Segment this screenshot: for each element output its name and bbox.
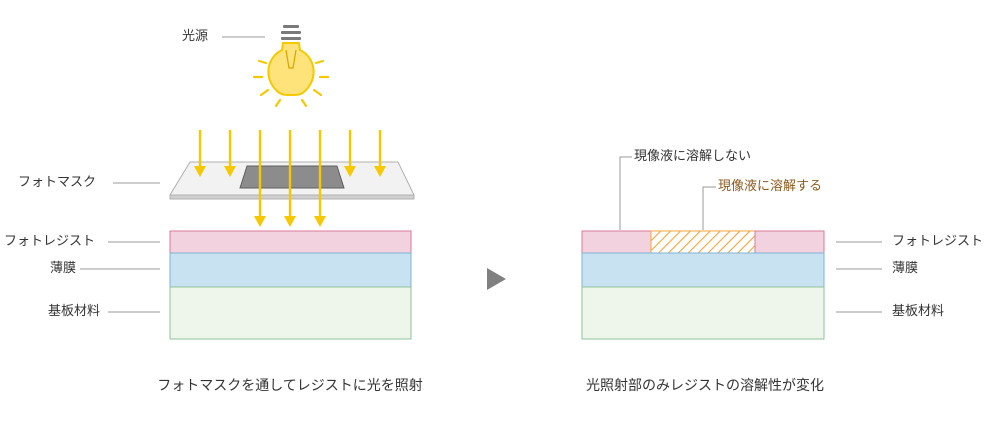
- light-rays: [252, 59, 330, 108]
- right-photoresist-left: [581, 230, 652, 254]
- right-photoresist-exposed: [650, 230, 756, 254]
- dissolve-label: 現像液に溶解する: [718, 179, 823, 194]
- right-thin-film-label: 薄膜: [892, 261, 919, 276]
- right-photoresist-right: [754, 230, 825, 254]
- right-substrate-layer: [581, 286, 825, 340]
- dissolve-leader: [702, 186, 716, 230]
- not-dissolve-label: 現像液に溶解しない: [634, 149, 752, 164]
- right-caption: 光照射部のみレジストの溶解性が変化: [586, 378, 824, 394]
- light-bulb-icon: [267, 25, 315, 97]
- left-photoresist-label: フォトレジスト: [4, 234, 96, 249]
- next-step-arrow-icon: [487, 268, 506, 290]
- left-substrate-label: 基板材料: [48, 304, 101, 319]
- left-caption: フォトマスクを通してレジストに光を照射: [157, 378, 423, 394]
- right-substrate-label: 基板材料: [892, 304, 945, 319]
- left-substrate-layer: [169, 286, 412, 340]
- light-arrows: [194, 130, 386, 227]
- right-photoresist-label: フォトレジスト: [892, 234, 984, 249]
- not-dissolve-leader: [619, 156, 632, 230]
- left-photoresist-layer: [169, 230, 412, 254]
- light-source-label: 光源: [182, 29, 209, 44]
- photomask-label: フォトマスク: [18, 175, 97, 190]
- left-thin-film-label: 薄膜: [50, 261, 77, 276]
- right-thin-film-layer: [581, 252, 825, 288]
- photomask-window: [239, 165, 345, 189]
- left-thin-film-layer: [169, 252, 412, 288]
